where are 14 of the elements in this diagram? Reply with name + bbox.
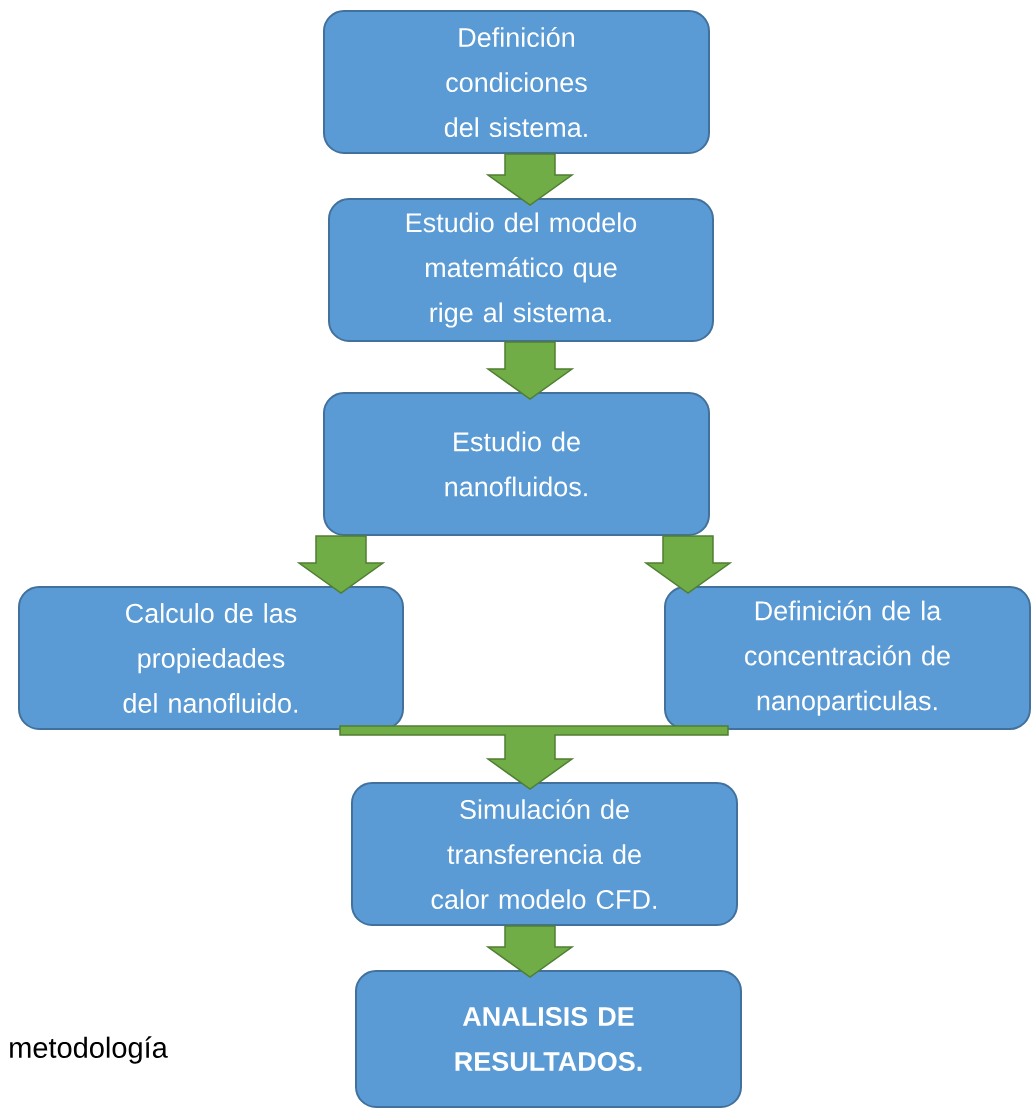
caption-text: metodología xyxy=(10,1036,168,1064)
process-box: Definición condiciones del sistema. xyxy=(323,10,710,154)
process-box: Simulación de transferencia de calor modelo CFD. xyxy=(351,782,738,926)
block-arrow xyxy=(643,535,733,594)
process-box: Definición de la concentración de nanoparticulas. xyxy=(664,586,1031,730)
process-box: Estudio del modelo matemático que rige al sistema. xyxy=(328,198,714,342)
merge-arrow xyxy=(339,725,729,790)
block-arrow xyxy=(296,535,386,594)
block-arrow xyxy=(485,341,575,400)
process-box: Estudio de nanofluidos. xyxy=(323,392,710,536)
block-arrow xyxy=(485,153,575,206)
block-arrow xyxy=(485,925,575,978)
process-box: Calculo de las propiedades del nanofluido. xyxy=(18,586,404,730)
process-box: ANALISIS DE RESULTADOS. xyxy=(355,970,742,1108)
